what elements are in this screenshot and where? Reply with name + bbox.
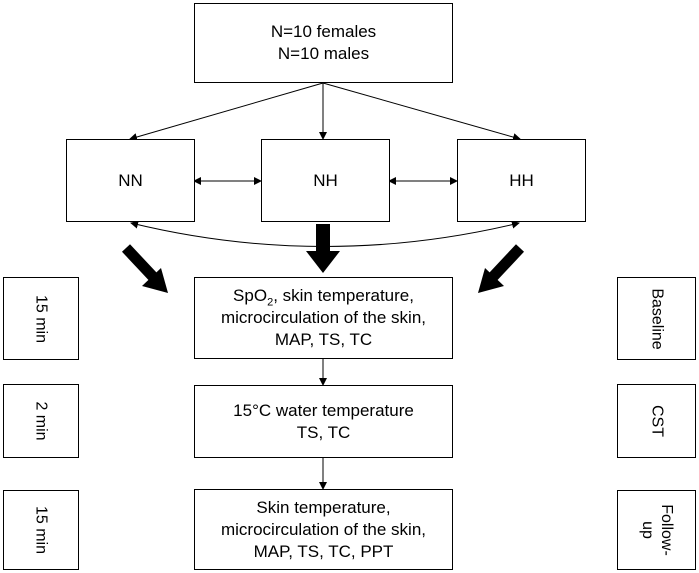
phase-followup-label-line2: up [638,521,656,539]
bold-arrow-nh [306,224,340,273]
condition-hh-label: HH [509,170,534,190]
baseline-measures-line2: microcirculation of the skin, [220,308,427,327]
phase-followup-box: Follow- up [617,490,696,570]
phase-followup-label: Follow- up [638,504,676,556]
condition-hh-box: HH [457,139,586,222]
duration-followup-box: 15 min [3,490,79,570]
phase-baseline-label: Baseline [648,287,665,350]
bold-arrow-nn [121,244,168,293]
duration-cst-label: 2 min [32,401,50,441]
followup-measures-line3: MAP, TS, TC, PPT [253,541,394,561]
arrow-top-to-hh [322,82,521,141]
phase-followup-label-line1: Follow- [657,504,675,556]
followup-measures-line1: Skin temperature, [256,497,391,517]
condition-nn-box: NN [66,139,195,222]
condition-nh-label: NH [313,170,338,190]
followup-measures-box: Skin temperature, microcirculation of th… [194,489,453,570]
duration-cst-box: 2 min [3,384,79,458]
cst-measures-box: 15°C water temperature TS, TC [194,385,453,458]
duration-followup-label: 15 min [32,505,50,555]
baseline-measures-box: SpO2, skin temperature, microcirculation… [194,277,453,359]
participants-males: N=10 males [277,44,370,63]
phase-cst-label: CST [648,405,665,437]
followup-measures-line2: microcirculation of the skin, [220,519,427,539]
baseline-measures-line1: SpO2, skin temperature, [233,286,414,309]
condition-nh-box: NH [261,139,390,222]
bold-arrow-hh [478,244,525,293]
cst-measures-line1: 15°C water temperature [233,400,414,420]
phase-cst-box: CST [617,384,696,458]
arrow-top-to-nn [129,82,324,141]
baseline-measures-line3: MAP, TS, TC [274,330,373,349]
duration-baseline-box: 15 min [3,277,79,360]
participants-females: N=10 females [270,22,377,41]
condition-nn-label: NN [118,170,143,190]
cst-measures-line2: TS, TC [296,422,351,442]
phase-baseline-box: Baseline [617,277,696,360]
participants-box: N=10 females N=10 males [194,3,453,83]
duration-baseline-label: 15 min [32,294,50,343]
